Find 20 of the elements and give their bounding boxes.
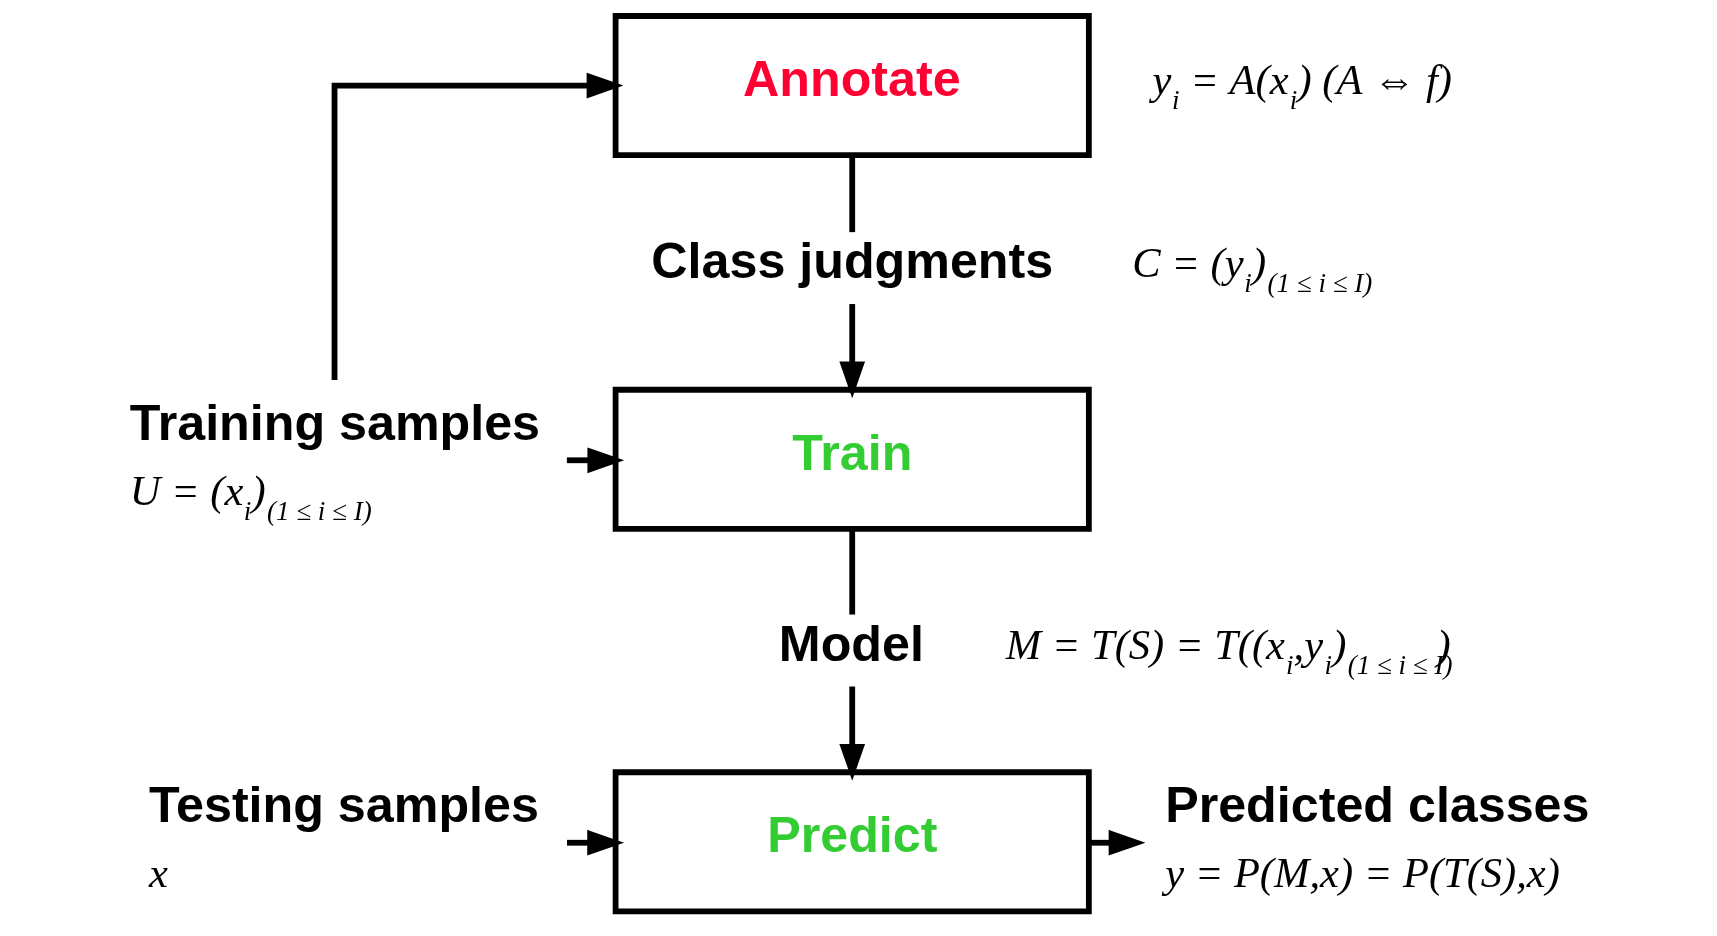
node-box: Train — [612, 386, 1092, 532]
node-text: Model — [778, 615, 924, 672]
node-label: C = (y$_{i}$)$_{(1 ≤ i ≤ I)}$ — [1132, 238, 1373, 298]
node-box: Annotate — [612, 13, 1092, 158]
arrow — [566, 447, 625, 474]
node-text: Training samples — [129, 394, 541, 451]
arrow — [839, 686, 866, 781]
node-text: Class judgments — [651, 233, 1054, 290]
arrow — [331, 72, 624, 381]
arrow — [567, 829, 624, 856]
arrow — [1089, 829, 1146, 856]
connector — [849, 528, 856, 615]
node-text: Testing samples — [149, 777, 539, 834]
node-label: x — [149, 849, 168, 897]
arrow — [839, 304, 866, 399]
node-text: Predicted classes — [1165, 777, 1590, 834]
node-label: M = T(S) = T((x$_{i}$,y$_{i}$)$_{(1 ≤ i ≤ I)}$) — [1005, 621, 1453, 681]
connector — [849, 155, 856, 233]
node-box: Predict — [612, 769, 1092, 915]
node-label: U = (x$_{i}$)$_{(1 ≤ i ≤ I)}$ — [129, 466, 372, 526]
